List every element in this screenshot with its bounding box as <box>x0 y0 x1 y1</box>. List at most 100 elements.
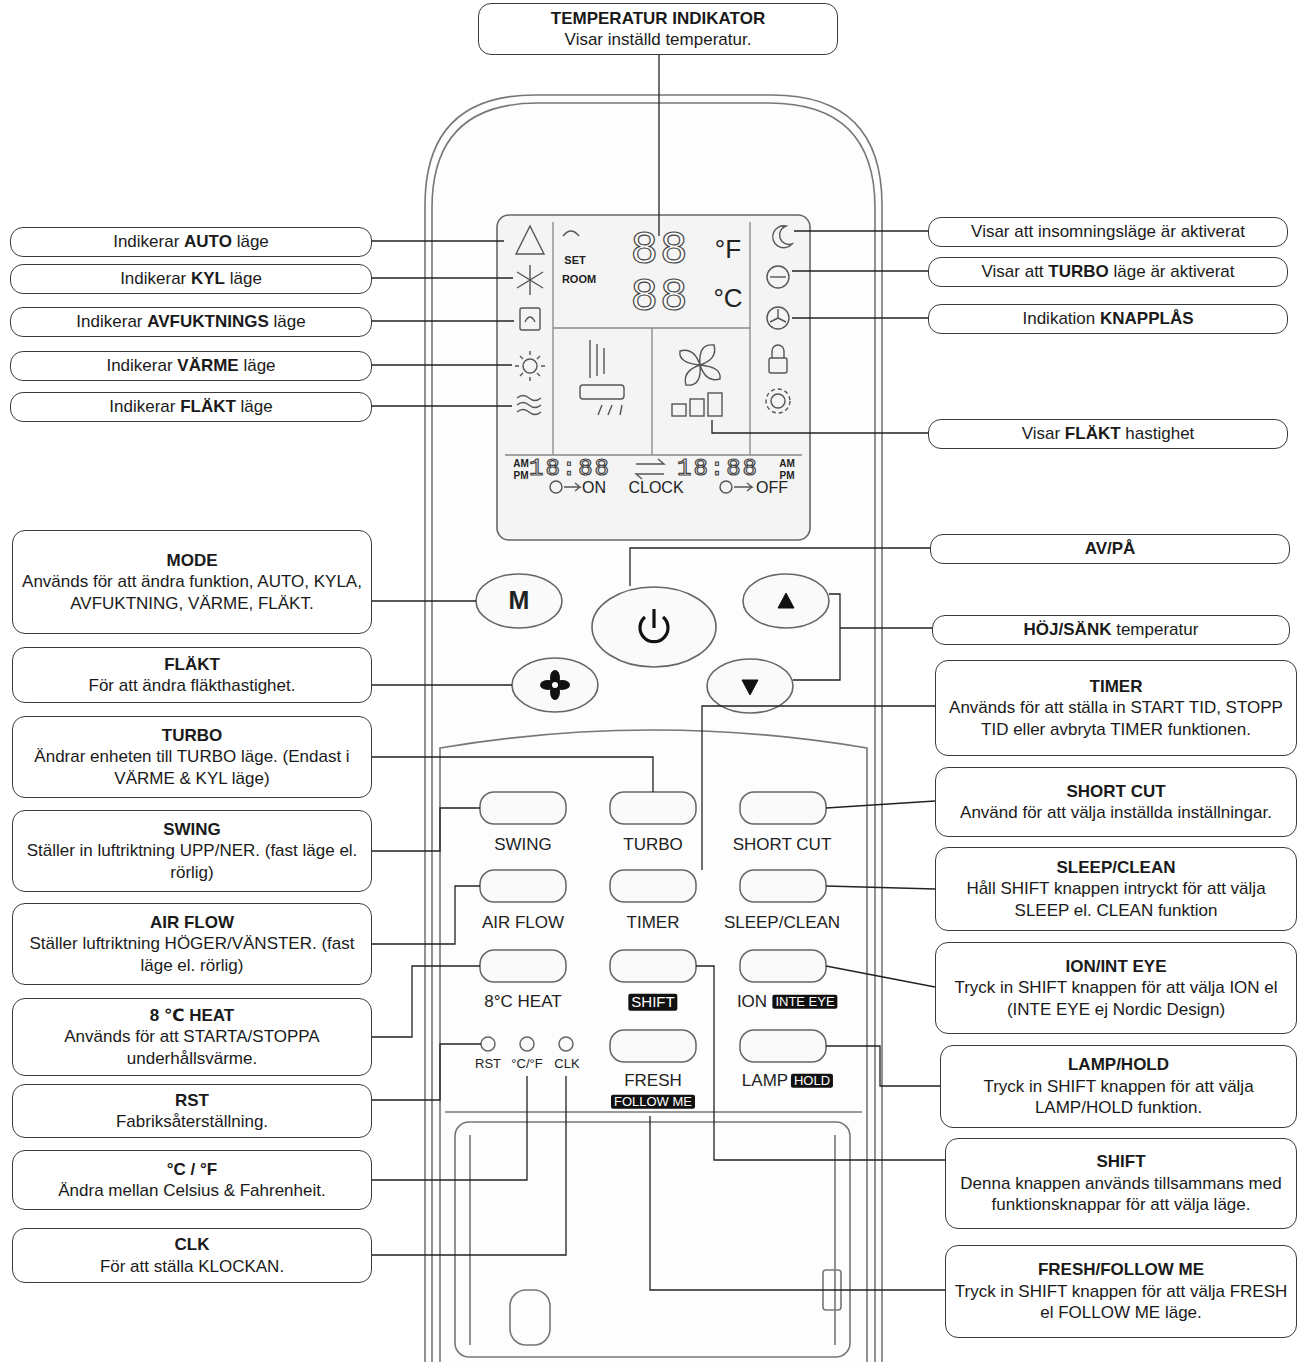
function-buttons <box>740 792 826 824</box>
sleep-icon-callout: Visar att insomningsläge är aktiverat <box>928 217 1288 247</box>
lcd-mode-icons <box>517 265 543 295</box>
button-symbols <box>778 593 794 608</box>
lcd-unit-fan-icons <box>720 481 732 493</box>
clock-label: CLOCK <box>628 479 683 497</box>
shift-label: HOLD <box>791 1074 833 1088</box>
leader-lines <box>630 548 930 586</box>
button-label: CLK <box>554 1057 579 1071</box>
callout-heading: RST <box>175 1090 209 1111</box>
mode-icon-callout: Indikerar AUTO läge <box>10 227 372 257</box>
lcd-status-icons <box>767 266 789 288</box>
button-callout: MODEAnvänds för att ändra funktion, AUTO… <box>12 530 372 634</box>
time-label: AM <box>779 458 795 469</box>
leader-lines <box>372 405 512 406</box>
callout-text: Indikerar FLÄKT läge <box>109 396 272 417</box>
function-buttons <box>740 870 826 902</box>
lcd-unit-fan-icons <box>636 459 664 479</box>
lcd-label: SET <box>564 254 585 266</box>
button-label: SLEEP/CLEAN <box>724 914 840 933</box>
callout-body: För att ställa KLOCKAN. <box>100 1256 284 1277</box>
callout-body: Ändrar enheten till TURBO läge. (Endast … <box>21 746 363 789</box>
remote-body <box>455 1122 850 1357</box>
lcd-unit-fan-icons <box>550 481 562 493</box>
callout-text: Visar att TURBO läge är aktiverat <box>982 261 1235 282</box>
callout-text: Visar FLÄKT hastighet <box>1022 423 1195 444</box>
button-callout: SHORT CUTAnvänd för att välja inställda … <box>935 767 1297 837</box>
callout-text: Indikation KNAPPLÅS <box>1022 308 1193 329</box>
remote-body <box>440 730 867 1362</box>
main-buttons <box>476 574 562 628</box>
lcd-mode-icons <box>525 317 535 322</box>
leader-lines <box>650 1116 945 1290</box>
button-callout: LAMP/HOLDTryck in SHIFT knappen för att … <box>940 1045 1297 1128</box>
function-buttons <box>610 792 696 824</box>
time-digits: 18:88 <box>529 456 611 482</box>
unit-label: °F <box>715 235 741 264</box>
mode-icon-callout: Indikerar AVFUKTNINGS läge <box>10 307 372 337</box>
callout-body: Tryck in SHIFT knappen för att välja FRE… <box>954 1281 1288 1324</box>
function-buttons <box>480 792 566 824</box>
button-callout: SWINGStäller in luftriktning UPP/NER. (f… <box>12 810 372 892</box>
callout-heading: FRESH/FOLLOW ME <box>1038 1259 1204 1280</box>
function-buttons <box>610 1030 696 1062</box>
function-buttons <box>481 1037 495 1051</box>
button-label: ION <box>737 993 767 1012</box>
lcd-unit-fan-icons <box>672 404 686 416</box>
lcd-unit-fan-icons <box>690 399 704 416</box>
callout-body: Används för att STARTA/STOPPA underhålls… <box>21 1026 363 1069</box>
button-label: AIR FLOW <box>482 914 564 933</box>
button-callout: SHIFTDenna knappen används tillsammans m… <box>945 1138 1297 1229</box>
lcd-display <box>497 215 810 540</box>
leader-lines <box>826 1046 940 1086</box>
leader-lines <box>702 706 935 870</box>
leader-lines <box>372 1076 527 1180</box>
callout-heading: FLÄKT <box>164 654 220 675</box>
button-label: RST <box>475 1057 501 1071</box>
callout-text: Visar att insomningsläge är aktiverat <box>971 221 1245 242</box>
button-label: SWING <box>494 836 552 855</box>
button-label: M <box>509 587 530 615</box>
leader-lines <box>792 270 928 271</box>
shift-label: SHIFT <box>628 994 677 1011</box>
remote-body <box>510 1290 550 1345</box>
button-symbols <box>540 593 794 700</box>
callout-heading: MODE <box>167 550 218 571</box>
lcd-status-icons <box>766 389 790 413</box>
function-buttons <box>559 1037 573 1051</box>
remote-body <box>470 1135 835 1345</box>
lcd-unit-fan-icons <box>564 483 580 491</box>
button-callout: TURBOÄndrar enheten till TURBO läge. (En… <box>12 716 372 798</box>
lcd-mode-icons <box>520 308 540 330</box>
leader-lines <box>794 230 928 231</box>
callout-body: Visar inställd temperatur. <box>565 29 752 50</box>
fan-speed-callout: Visar FLÄKT hastighet <box>928 419 1288 449</box>
callout-heading: 8 ℃ HEAT <box>150 1005 235 1026</box>
leader-lines <box>696 966 945 1160</box>
leader-lines <box>372 966 480 1037</box>
function-buttons <box>480 950 566 982</box>
leader-lines <box>372 757 653 792</box>
button-callout: AIR FLOWStäller luftriktning HÖGER/VÄNST… <box>12 903 372 985</box>
button-label: TIMER <box>627 914 680 933</box>
main-buttons <box>592 587 716 667</box>
button-symbols <box>540 670 570 700</box>
callout-body: Använd för att välja inställda inställni… <box>960 802 1272 823</box>
leader-lines <box>712 420 928 433</box>
leader-lines <box>372 1076 566 1255</box>
callout-body: Denna knappen används tillsammans med fu… <box>954 1173 1288 1216</box>
callout-heading: ION/INT EYE <box>1065 956 1166 977</box>
time-label: AM <box>513 458 529 469</box>
callout-heading: SHIFT <box>1096 1151 1145 1172</box>
temperature-digits: 88 <box>630 226 689 277</box>
main-buttons <box>512 658 598 712</box>
button-label: 8°C HEAT <box>484 993 561 1012</box>
leader-lines <box>372 320 514 321</box>
lcd-mode-icons <box>516 226 544 254</box>
leader-lines <box>372 886 480 944</box>
lcd-status-icons <box>766 226 792 413</box>
mode-icon-callout: Indikerar FLÄKT läge <box>10 392 372 422</box>
button-callout: HÖJ/SÄNK temperatur <box>932 615 1290 645</box>
lcd-unit-fan-icons <box>734 483 752 491</box>
button-symbols <box>652 609 655 628</box>
button-callout: SLEEP/CLEANHåll SHIFT knappen intryckt f… <box>935 847 1297 931</box>
